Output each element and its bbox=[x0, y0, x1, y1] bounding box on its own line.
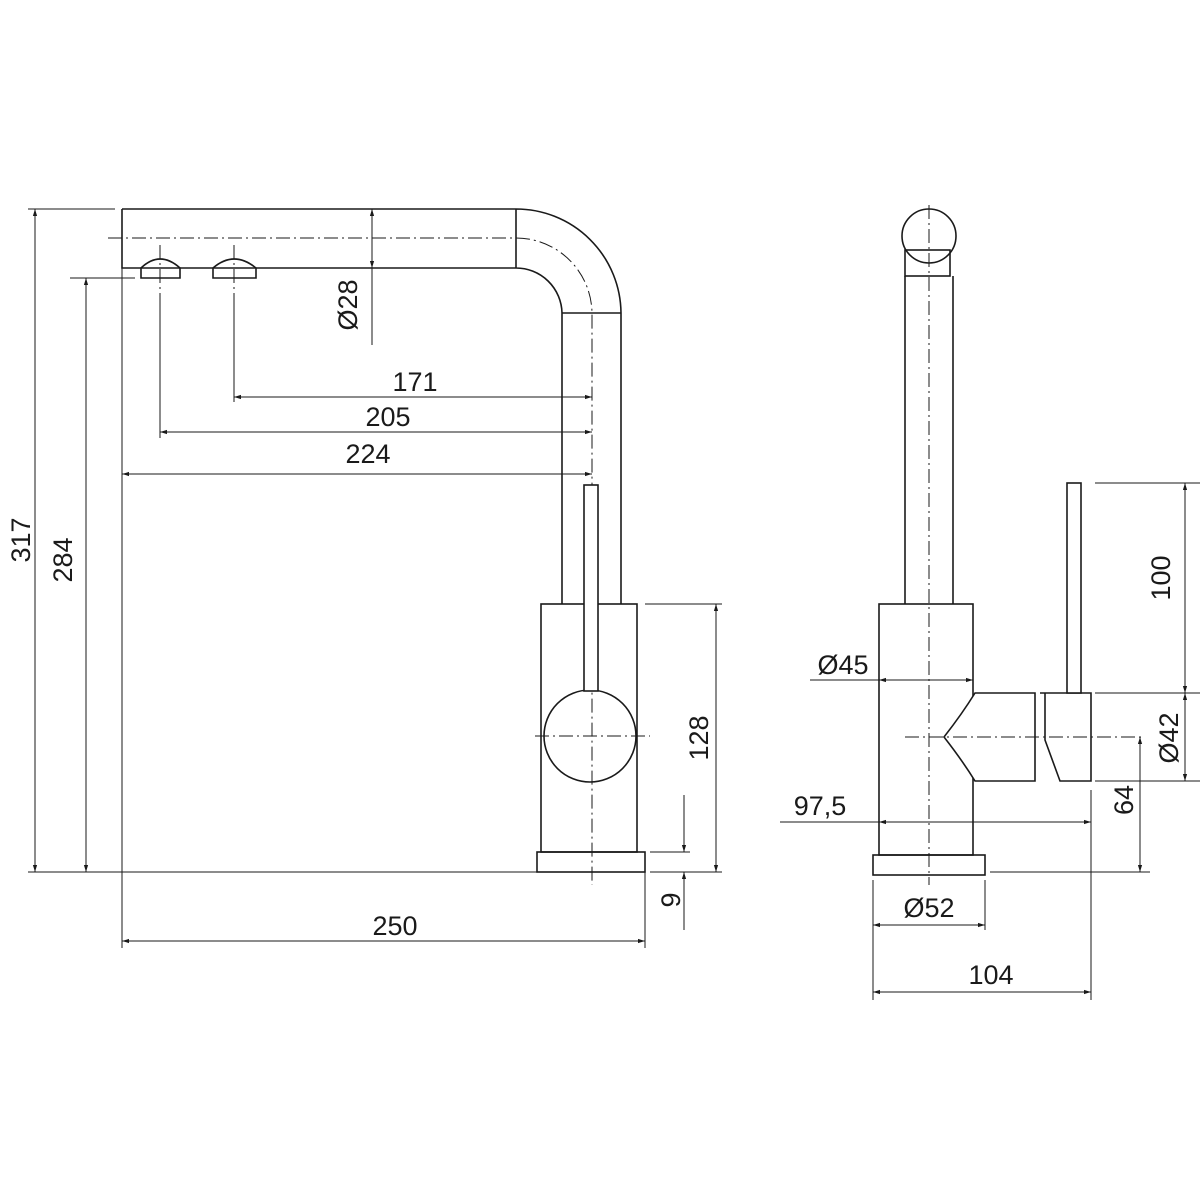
dim-diameter-52: Ø52 bbox=[903, 893, 954, 923]
front-view: 100 Ø42 64 Ø45 97,5 Ø52 104 bbox=[780, 205, 1200, 1000]
dim-diameter-28: Ø28 bbox=[333, 279, 363, 330]
side-view: 317 284 250 171 205 224 Ø28 128 9 bbox=[6, 208, 722, 948]
dim-171: 171 bbox=[392, 367, 437, 397]
lever bbox=[1066, 482, 1082, 694]
spout-centerline bbox=[108, 237, 593, 885]
lever bbox=[583, 484, 599, 692]
dim-284: 284 bbox=[48, 537, 78, 582]
aerator-2 bbox=[212, 258, 257, 279]
dim-9: 9 bbox=[656, 892, 686, 907]
dim-104: 104 bbox=[968, 960, 1013, 990]
dim-97-5: 97,5 bbox=[794, 791, 847, 821]
dim-diameter-45: Ø45 bbox=[817, 650, 868, 680]
aerator-1 bbox=[140, 258, 181, 279]
faucet-base bbox=[536, 851, 646, 873]
dim-250: 250 bbox=[372, 911, 417, 941]
dim-317: 317 bbox=[6, 517, 36, 562]
dim-100: 100 bbox=[1146, 555, 1176, 600]
dim-224: 224 bbox=[345, 439, 390, 469]
dim-64: 64 bbox=[1109, 785, 1139, 815]
dim-205: 205 bbox=[365, 402, 410, 432]
spout-outline bbox=[121, 208, 622, 604]
dim-128: 128 bbox=[684, 715, 714, 760]
spout-pipe bbox=[904, 276, 954, 604]
dim-diameter-42: Ø42 bbox=[1154, 712, 1184, 763]
